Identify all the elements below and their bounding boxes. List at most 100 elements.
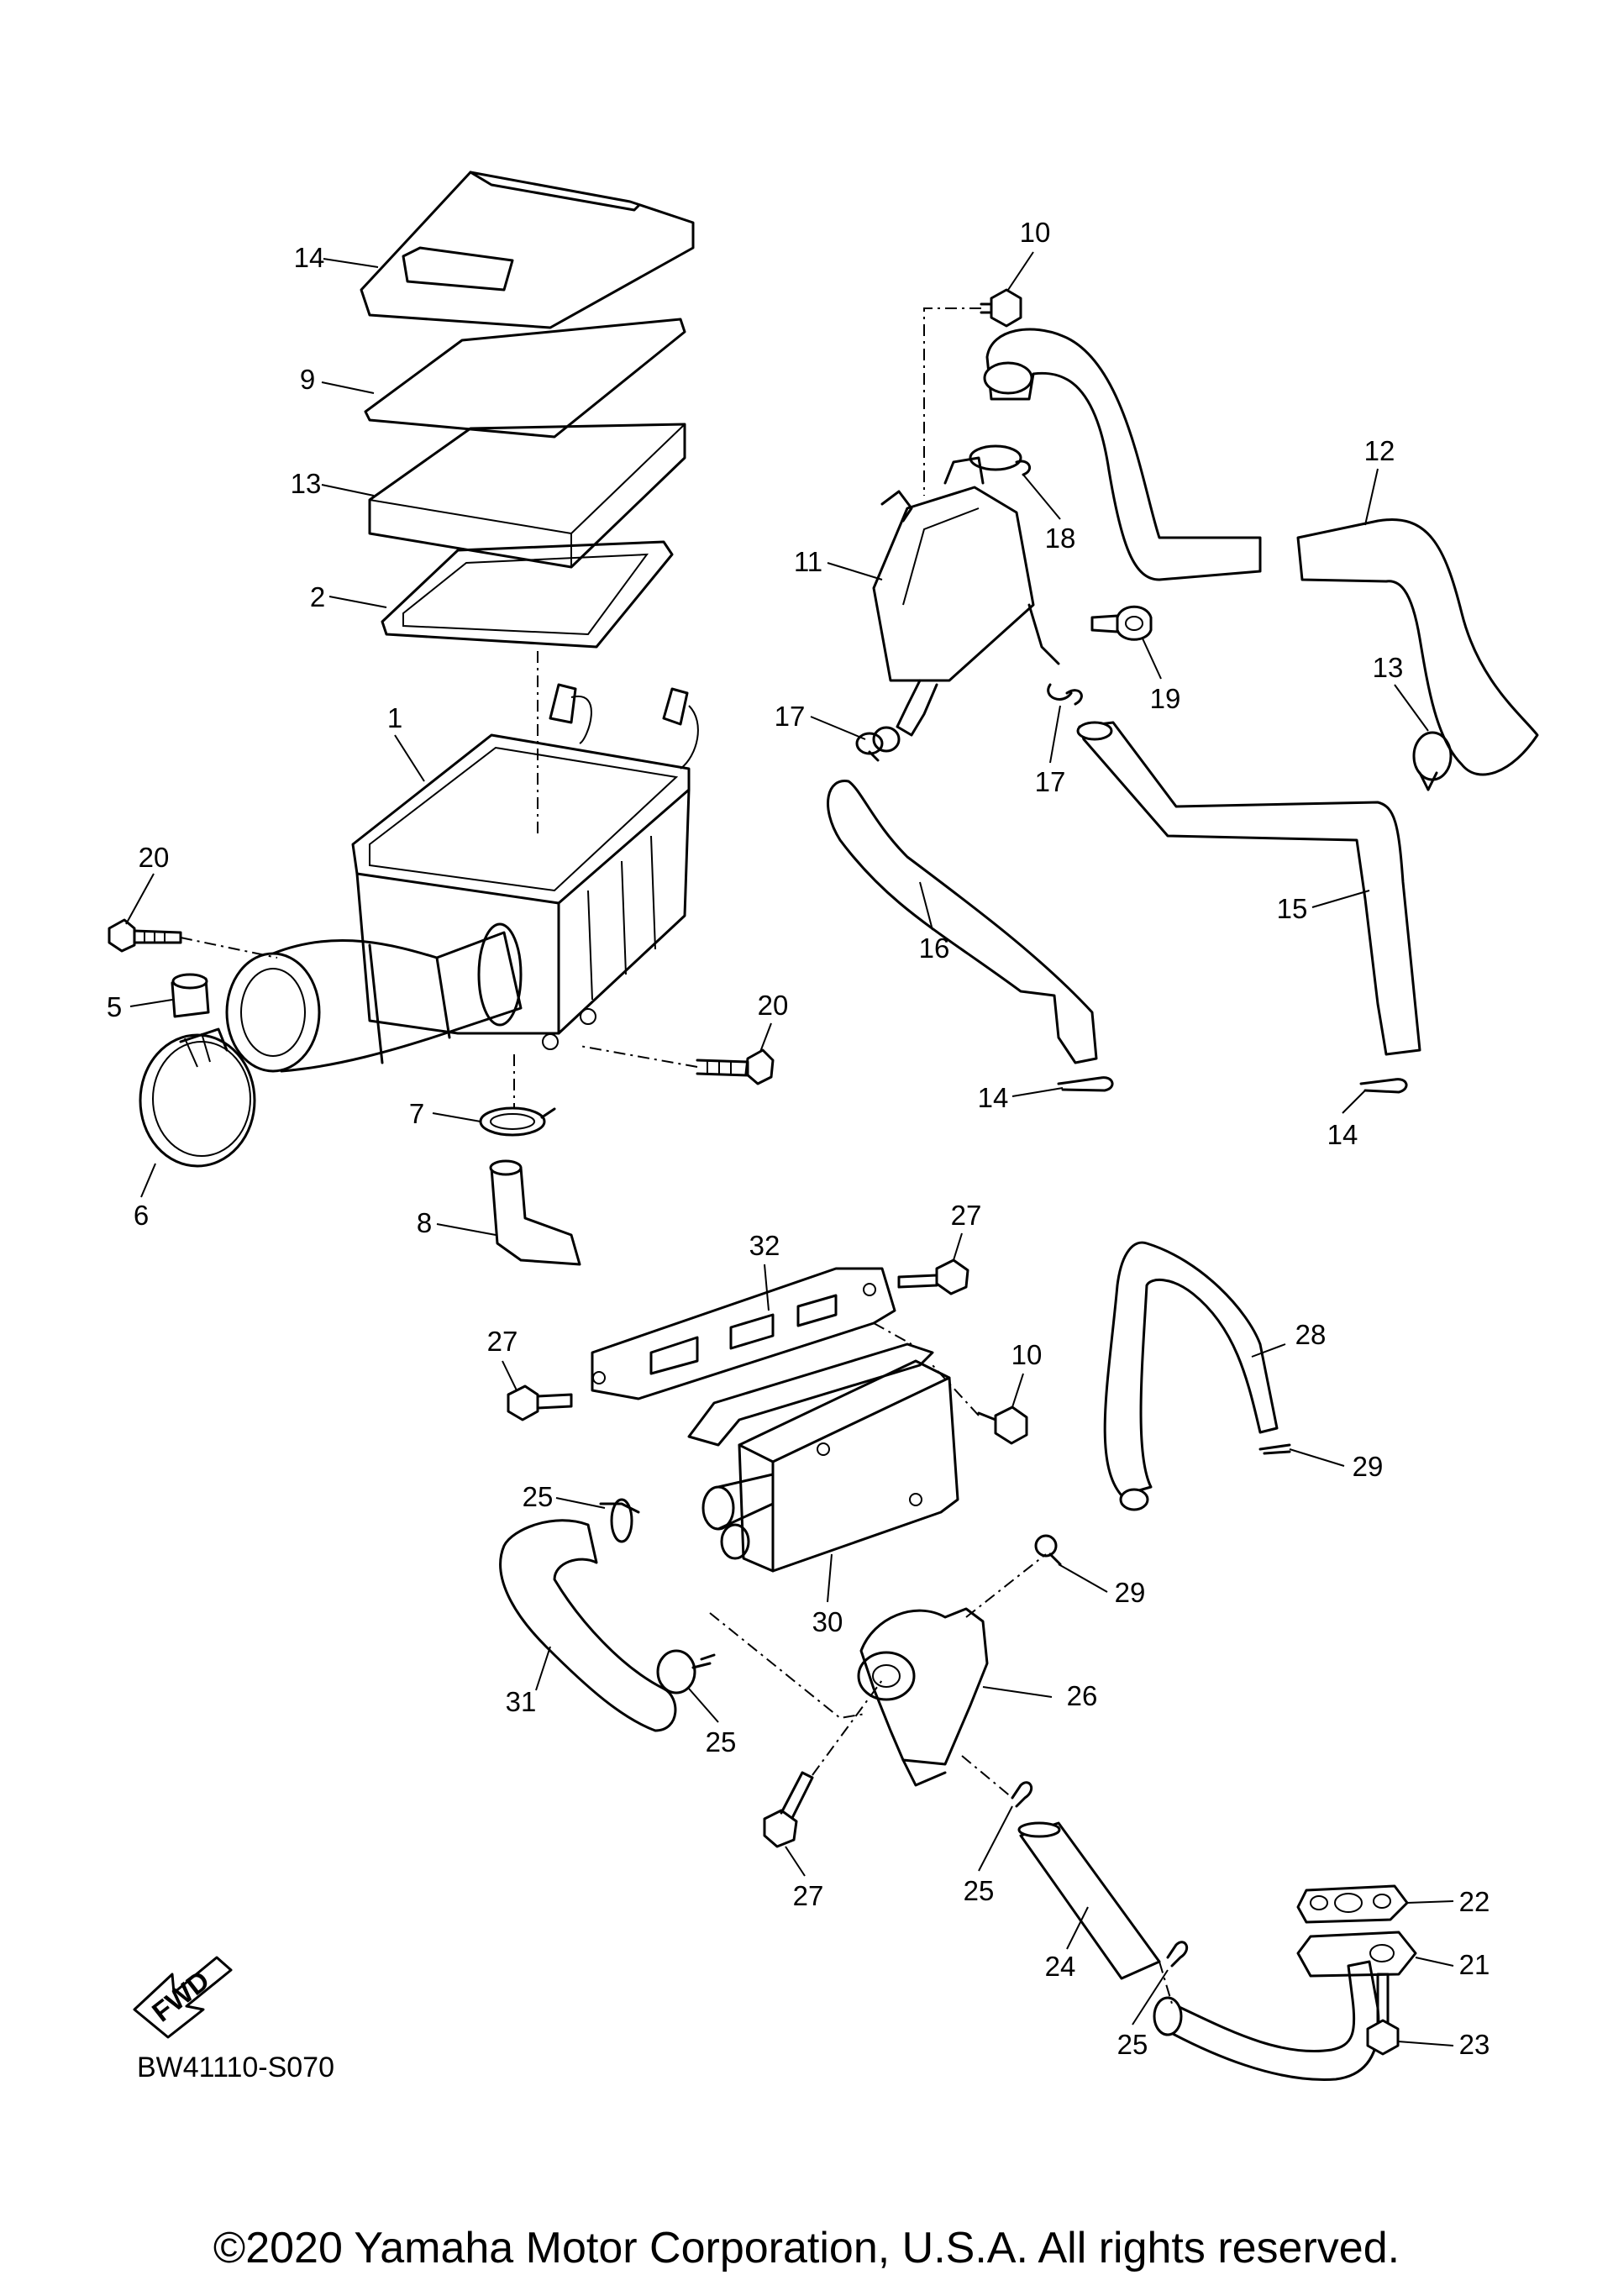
air-duct-joint bbox=[225, 922, 523, 1073]
clip-14-left bbox=[1057, 1076, 1114, 1092]
clamp-25-a bbox=[599, 1498, 640, 1543]
filter-gasket-9 bbox=[364, 318, 686, 439]
leader-8 bbox=[436, 1223, 497, 1236]
leader-4 bbox=[323, 258, 379, 268]
bolt-20-right bbox=[696, 1048, 775, 1085]
callout-16: 16 bbox=[919, 933, 950, 964]
breather-hose-15 bbox=[1076, 721, 1421, 1056]
leader-2 bbox=[328, 596, 387, 608]
callout-17-right: 17 bbox=[1035, 766, 1066, 797]
leader-9 bbox=[321, 381, 375, 394]
gasket-22 bbox=[1296, 1884, 1409, 1924]
ref-line-bracket-canister bbox=[873, 1322, 912, 1345]
leader-21 bbox=[1415, 1957, 1454, 1967]
ref-line-hose31-valve bbox=[709, 1612, 866, 1720]
callout-2: 2 bbox=[310, 581, 325, 612]
callout-20-left: 20 bbox=[139, 842, 170, 873]
leader-27-left bbox=[502, 1360, 518, 1391]
air-cut-hose-24 bbox=[1017, 1821, 1161, 1980]
leader-27-upper bbox=[953, 1232, 963, 1261]
clamp-25-d bbox=[1166, 1941, 1189, 1968]
callout-15: 15 bbox=[1277, 893, 1308, 924]
air-cut-valve-26 bbox=[857, 1607, 989, 1787]
leader-29-lower bbox=[1058, 1563, 1108, 1593]
collar-5 bbox=[171, 973, 210, 1018]
ref-line-bolt10-canister bbox=[932, 1364, 980, 1416]
callout-31: 31 bbox=[506, 1686, 537, 1717]
callout-20-right: 20 bbox=[758, 990, 789, 1021]
leader-15 bbox=[1311, 890, 1370, 908]
clip-29-lower bbox=[1034, 1534, 1062, 1566]
clip-17-right bbox=[1047, 683, 1083, 706]
leader-32 bbox=[764, 1264, 770, 1311]
clip-29-upper bbox=[1258, 1443, 1291, 1455]
leader-6 bbox=[140, 1163, 156, 1198]
filter-element-3 bbox=[368, 423, 686, 569]
callout-6: 6 bbox=[134, 1200, 149, 1231]
bolt-27-upper bbox=[897, 1258, 969, 1295]
leader-7 bbox=[432, 1112, 481, 1122]
callout-19: 19 bbox=[1150, 683, 1181, 714]
callout-14-right: 14 bbox=[1327, 1119, 1358, 1150]
bolt-10-lower bbox=[977, 1405, 1028, 1445]
diagram-code: BW41110-S070 bbox=[137, 2052, 334, 2083]
leader-10-upper bbox=[1007, 251, 1034, 291]
leader-23 bbox=[1397, 2041, 1454, 2046]
bolt-23 bbox=[1366, 1973, 1400, 2056]
ref-line-valve-hose28 bbox=[965, 1553, 1047, 1618]
bracket-32 bbox=[591, 1267, 896, 1400]
leader-12 bbox=[1364, 468, 1379, 526]
ref-line-valve-hose24 bbox=[961, 1755, 1013, 1799]
band-clamp-6 bbox=[139, 1027, 256, 1168]
leader-25-d bbox=[1132, 1969, 1169, 2025]
callout-25-b: 25 bbox=[706, 1726, 737, 1757]
callout-23: 23 bbox=[1459, 2029, 1490, 2060]
callout-27-upper: 27 bbox=[951, 1200, 982, 1231]
fwd-arrow-icon: FWD bbox=[133, 1956, 233, 2039]
ref-line-hose24-pipe bbox=[1159, 1961, 1173, 2004]
clip-14-right bbox=[1359, 1078, 1408, 1094]
callout-13: 13 bbox=[1373, 652, 1404, 683]
leader-30 bbox=[827, 1553, 833, 1603]
leader-20-left bbox=[125, 873, 155, 925]
copyright-notice: ©2020 Yamaha Motor Corporation, U.S.A. A… bbox=[213, 2224, 1400, 2272]
callout-28: 28 bbox=[1295, 1319, 1327, 1350]
hose-clamp-7 bbox=[479, 1106, 556, 1137]
bolt-10-upper bbox=[980, 288, 1022, 328]
callout-29-lower: 29 bbox=[1115, 1577, 1146, 1608]
fwd-label: FWD bbox=[146, 1964, 215, 2027]
air-filter-case-cover-4 bbox=[360, 171, 695, 329]
clamp-25-c bbox=[1011, 1781, 1033, 1808]
leader-1 bbox=[394, 734, 425, 782]
leader-18 bbox=[1022, 474, 1061, 520]
leader-17-right bbox=[1049, 705, 1061, 764]
callout-30: 30 bbox=[812, 1606, 843, 1637]
callout-17-left: 17 bbox=[775, 701, 806, 732]
callout-1: 1 bbox=[387, 702, 402, 733]
leader-16 bbox=[919, 881, 933, 931]
callout-10-upper: 10 bbox=[1020, 217, 1051, 248]
clamp-25-b bbox=[656, 1649, 716, 1694]
bolt-20-left bbox=[108, 918, 182, 953]
callout-12: 12 bbox=[1364, 435, 1395, 466]
callout-27-lower: 27 bbox=[793, 1880, 824, 1911]
leader-26 bbox=[982, 1686, 1053, 1698]
leader-27-lower bbox=[785, 1846, 806, 1877]
callout-29-upper: 29 bbox=[1353, 1451, 1384, 1482]
ref-line-bolt20-right bbox=[579, 1045, 698, 1068]
callout-26: 26 bbox=[1067, 1680, 1098, 1711]
breather-tank-11 bbox=[872, 456, 1060, 737]
breather-hose-12 bbox=[983, 328, 1539, 776]
leader-5 bbox=[129, 999, 173, 1007]
callout-32: 32 bbox=[749, 1230, 780, 1261]
leader-13 bbox=[1394, 684, 1429, 732]
leader-3 bbox=[321, 484, 375, 497]
callout-4: 14 bbox=[294, 242, 325, 273]
leader-25-a bbox=[555, 1497, 606, 1509]
leader-31 bbox=[535, 1646, 551, 1691]
callout-18: 18 bbox=[1045, 523, 1076, 554]
callout-9: 9 bbox=[300, 364, 315, 395]
filter-guide-2 bbox=[381, 540, 674, 649]
ref-line-bolt10-tank bbox=[923, 307, 981, 496]
